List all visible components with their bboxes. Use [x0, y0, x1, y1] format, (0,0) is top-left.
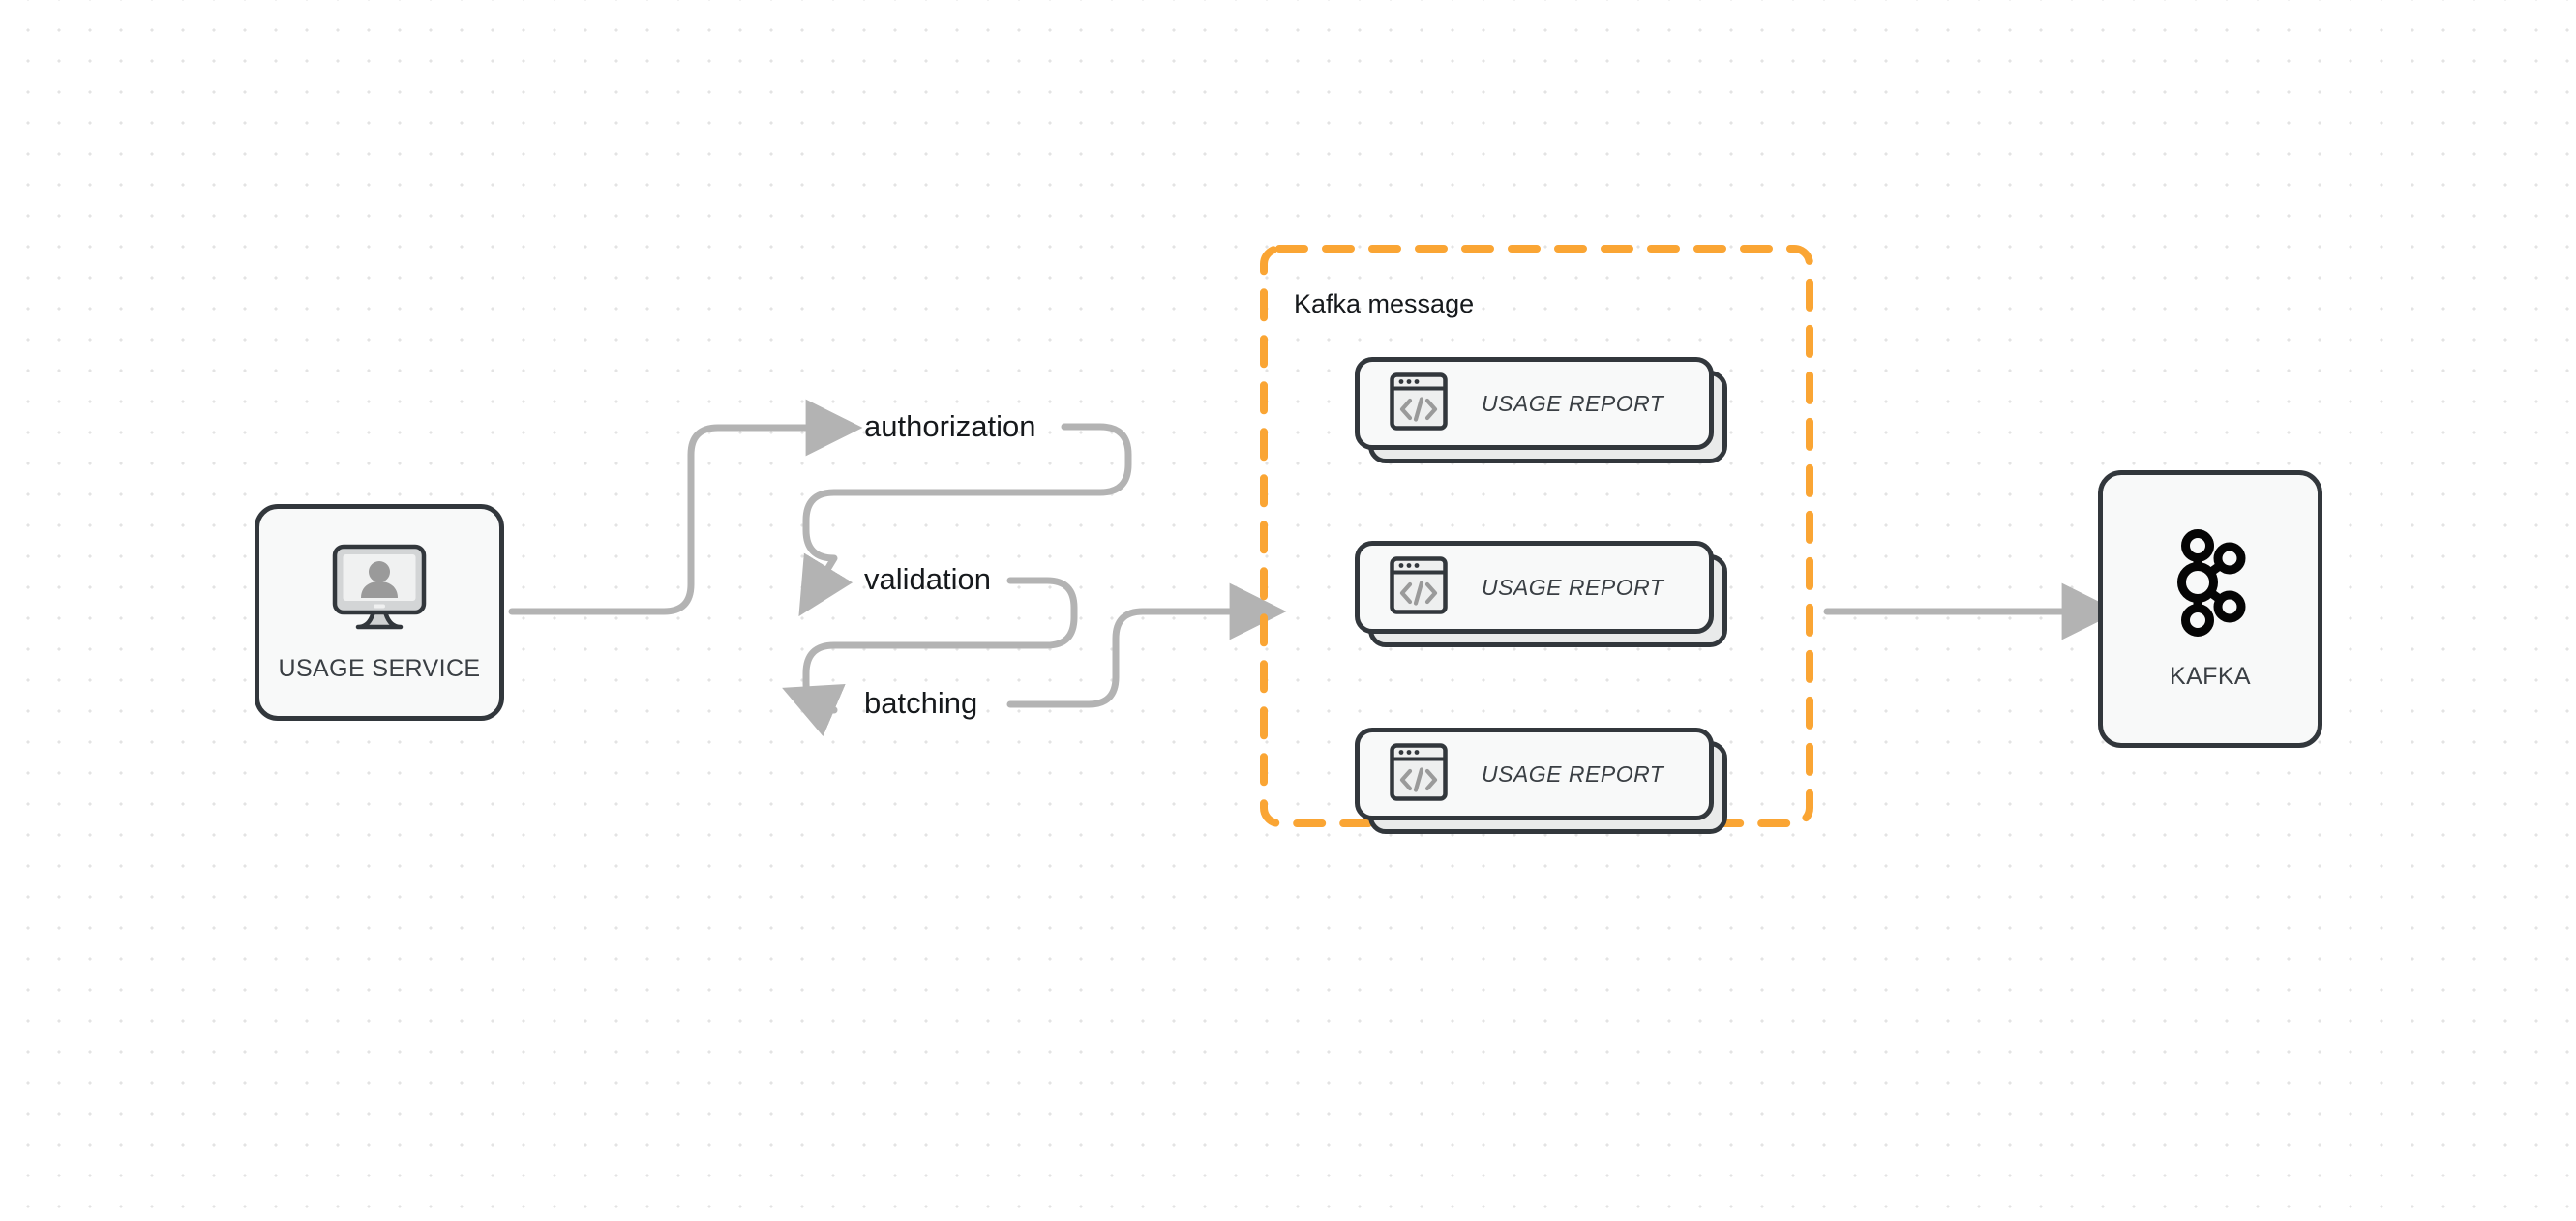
- pipeline-step-batching[interactable]: batching: [864, 686, 978, 720]
- pipeline-step-validation[interactable]: validation: [864, 562, 991, 596]
- kafka-message-group-title: Kafka message: [1294, 289, 1475, 318]
- node-kafka[interactable]: KAFKA: [2098, 470, 2322, 748]
- node-usage-service[interactable]: USAGE SERVICE: [255, 504, 504, 721]
- code-window-icon: [1389, 555, 1449, 620]
- node-usage-service-label: USAGE SERVICE: [278, 655, 481, 682]
- usage-report-card-label: USAGE REPORT: [1482, 390, 1664, 416]
- pipeline-step-authorization[interactable]: authorization: [864, 409, 1036, 443]
- usage-report-card[interactable]: USAGE REPORT: [1355, 728, 1727, 834]
- monitor-user-icon: [329, 542, 430, 640]
- usage-report-card[interactable]: USAGE REPORT: [1355, 541, 1727, 647]
- card-front: USAGE REPORT: [1355, 728, 1714, 820]
- usage-report-card-label: USAGE REPORT: [1482, 574, 1664, 600]
- edge-usage-service-to-authorization: [508, 399, 863, 615]
- usage-report-card[interactable]: USAGE REPORT: [1355, 357, 1727, 463]
- edge-batching-to-kafka-message: [1006, 582, 1287, 708]
- kafka-logo-icon: [2169, 528, 2252, 641]
- code-window-icon: [1389, 372, 1449, 436]
- node-kafka-label: KAFKA: [2170, 662, 2251, 690]
- edge-authorization-to-validation: [798, 423, 1132, 617]
- code-window-icon: [1389, 742, 1449, 807]
- usage-report-card-label: USAGE REPORT: [1482, 760, 1664, 787]
- card-front: USAGE REPORT: [1355, 357, 1714, 450]
- card-front: USAGE REPORT: [1355, 541, 1714, 634]
